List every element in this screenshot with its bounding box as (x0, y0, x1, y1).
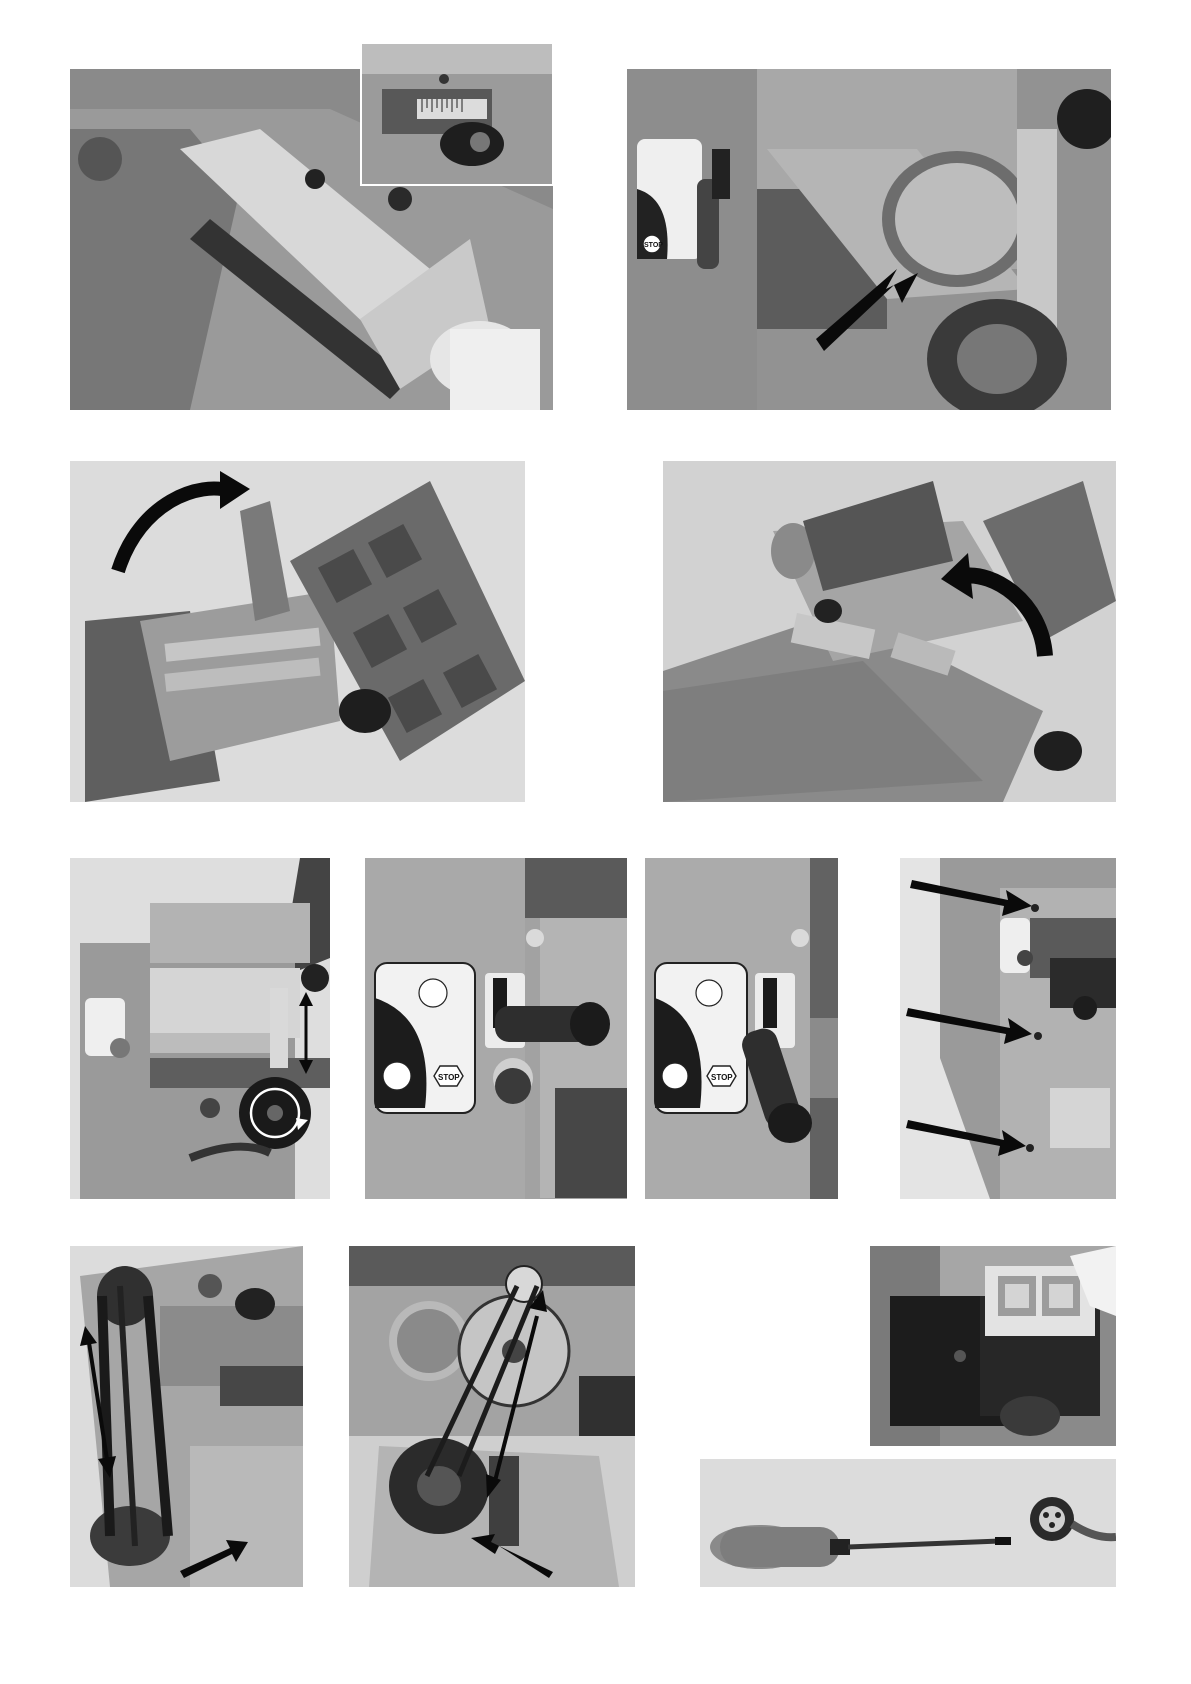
photo-motor-belt (349, 1246, 635, 1587)
fence-scale-inset (360, 42, 554, 186)
photo-open-table (70, 461, 525, 802)
photo-drive-belt (70, 1246, 303, 1587)
stop-label: STOP (711, 1073, 733, 1082)
stop-label: STOP (644, 242, 663, 249)
photo-switch-box (870, 1246, 1116, 1446)
photo-side-panel-screws (900, 858, 1116, 1199)
photo-lever-thicknessing: STOP (645, 858, 838, 1199)
photo-screwdriver-plug (700, 1459, 1116, 1587)
photo-dust-hood: STOP (627, 69, 1111, 410)
photo-lever-planing: STOP (365, 858, 627, 1199)
stop-label: STOP (438, 1073, 460, 1082)
photo-close-hood (663, 461, 1116, 802)
photo-handwheel (70, 858, 330, 1199)
